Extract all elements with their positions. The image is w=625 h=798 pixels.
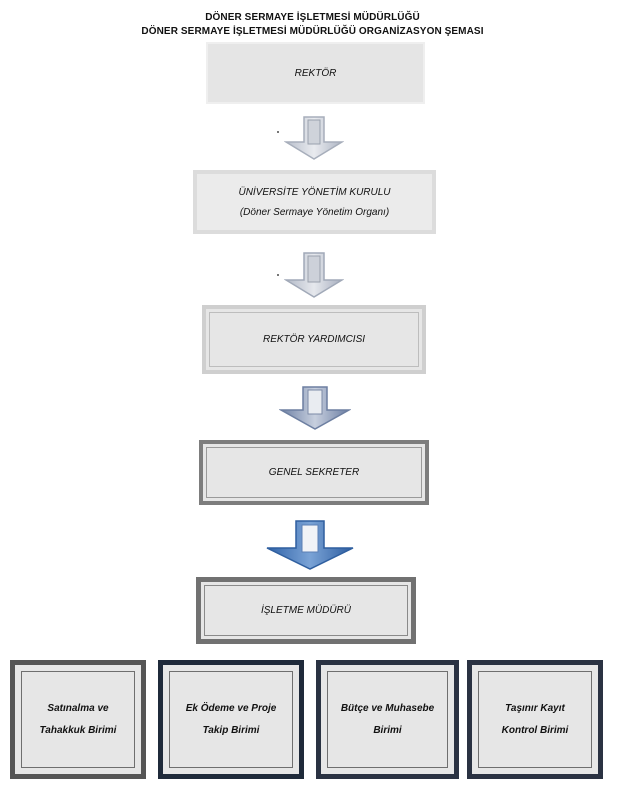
node-universite-yonetim-kurulu: ÜNİVERSİTE YÖNETİM KURULU (Döner Sermaye…: [193, 170, 436, 234]
unit-1-line1: Satınalma ve: [47, 702, 109, 714]
node-uyk-label: ÜNİVERSİTE YÖNETİM KURULU: [238, 186, 391, 198]
chart-title-line1: DÖNER SERMAYE İŞLETMESİ MÜDÜRLÜĞÜ: [205, 12, 420, 23]
node-isletme-muduru: İŞLETME MÜDÜRÜ: [196, 577, 416, 644]
unit-2-line1: Ek Ödeme ve Proje: [185, 702, 277, 714]
down-arrow-icon: [279, 386, 351, 430]
node-rektor-label: REKTÖR: [294, 67, 337, 79]
unit-4-line1: Taşınır Kayıt: [505, 702, 565, 714]
unit-2-line2: Takip Birimi: [202, 724, 260, 736]
node-isletme-muduru-label: İŞLETME MÜDÜRÜ: [260, 605, 351, 616]
down-arrow-icon: [266, 520, 354, 570]
node-genel-sekreter-label: GENEL SEKRETER: [268, 467, 360, 478]
down-arrow-icon: [284, 252, 344, 298]
connector-dot: [277, 131, 279, 133]
node-rektor-yardimcisi: REKTÖR YARDIMCISI: [202, 305, 426, 374]
node-genel-sekreter: GENEL SEKRETER: [199, 440, 429, 505]
unit-ek-odeme-proje-takip: Ek Ödeme ve Proje Takip Birimi: [158, 660, 304, 779]
unit-3-line1: Bütçe ve Muhasebe: [340, 702, 435, 714]
connector-dot: [277, 274, 279, 276]
down-arrow-icon: [284, 116, 344, 160]
unit-4-line2: Kontrol Birimi: [501, 724, 569, 736]
node-rektor: REKTÖR: [206, 42, 425, 104]
node-uyk-sublabel: (Döner Sermaye Yönetim Organı): [239, 206, 390, 218]
unit-3-line2: Birimi: [373, 724, 402, 736]
unit-butce-muhasebe: Bütçe ve Muhasebe Birimi: [316, 660, 459, 779]
chart-title-line2: DÖNER SERMAYE İŞLETMESİ MÜDÜRLÜĞÜ ORGANİ…: [141, 26, 484, 37]
unit-1-line2: Tahakkuk Birimi: [39, 724, 117, 736]
unit-tasinir-kayit-kontrol: Taşınır Kayıt Kontrol Birimi: [467, 660, 603, 779]
node-rektor-yardimcisi-label: REKTÖR YARDIMCISI: [262, 334, 366, 345]
unit-satinalma-tahakkuk: Satınalma ve Tahakkuk Birimi: [10, 660, 146, 779]
